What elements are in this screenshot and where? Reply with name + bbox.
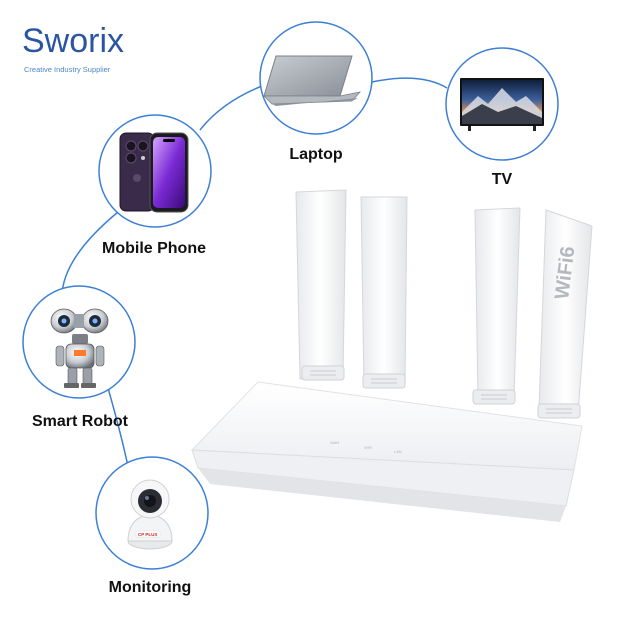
led-label-wan: WAN [330, 440, 339, 445]
brand-logo: Sworix Creative Industry Supplier [22, 22, 142, 76]
robot-icon [50, 308, 109, 388]
led-label-wifi: WiFi [364, 445, 372, 450]
phone-icon [119, 132, 189, 213]
brand-tagline: Creative Industry Supplier [24, 65, 111, 74]
label-monitoring: Monitoring [108, 579, 192, 596]
label-mobile-phone: Mobile Phone [102, 240, 206, 257]
router-antenna-1 [295, 189, 347, 381]
laptop-icon [263, 55, 362, 106]
camera-brand-text: CP PLUS [138, 532, 157, 537]
brand-name: Sworix [22, 22, 125, 60]
tv-node [445, 47, 559, 161]
router-antenna-3 [472, 207, 521, 405]
laptop-node [259, 21, 373, 135]
label-laptop: Laptop [289, 146, 343, 163]
label-tv: TV [491, 171, 513, 188]
connector-robot-monitoring [107, 387, 129, 467]
tv-icon [460, 78, 544, 131]
mobile-node [98, 114, 212, 228]
robot-node [22, 285, 136, 399]
router-base [198, 468, 566, 522]
label-smart-robot: Smart Robot [32, 413, 128, 430]
led-label-lan: LAN [394, 449, 402, 454]
router: WiFi6 WAN WiFi LAN [190, 189, 593, 522]
camera-icon: CP PLUS [127, 479, 173, 550]
router-antenna-2 [360, 196, 408, 389]
monitoring-node: CP PLUS [95, 456, 209, 570]
router-antenna-4: WiFi6 [537, 209, 593, 419]
connector-laptop-phone [199, 85, 263, 131]
connector-laptop-tv [371, 77, 448, 89]
